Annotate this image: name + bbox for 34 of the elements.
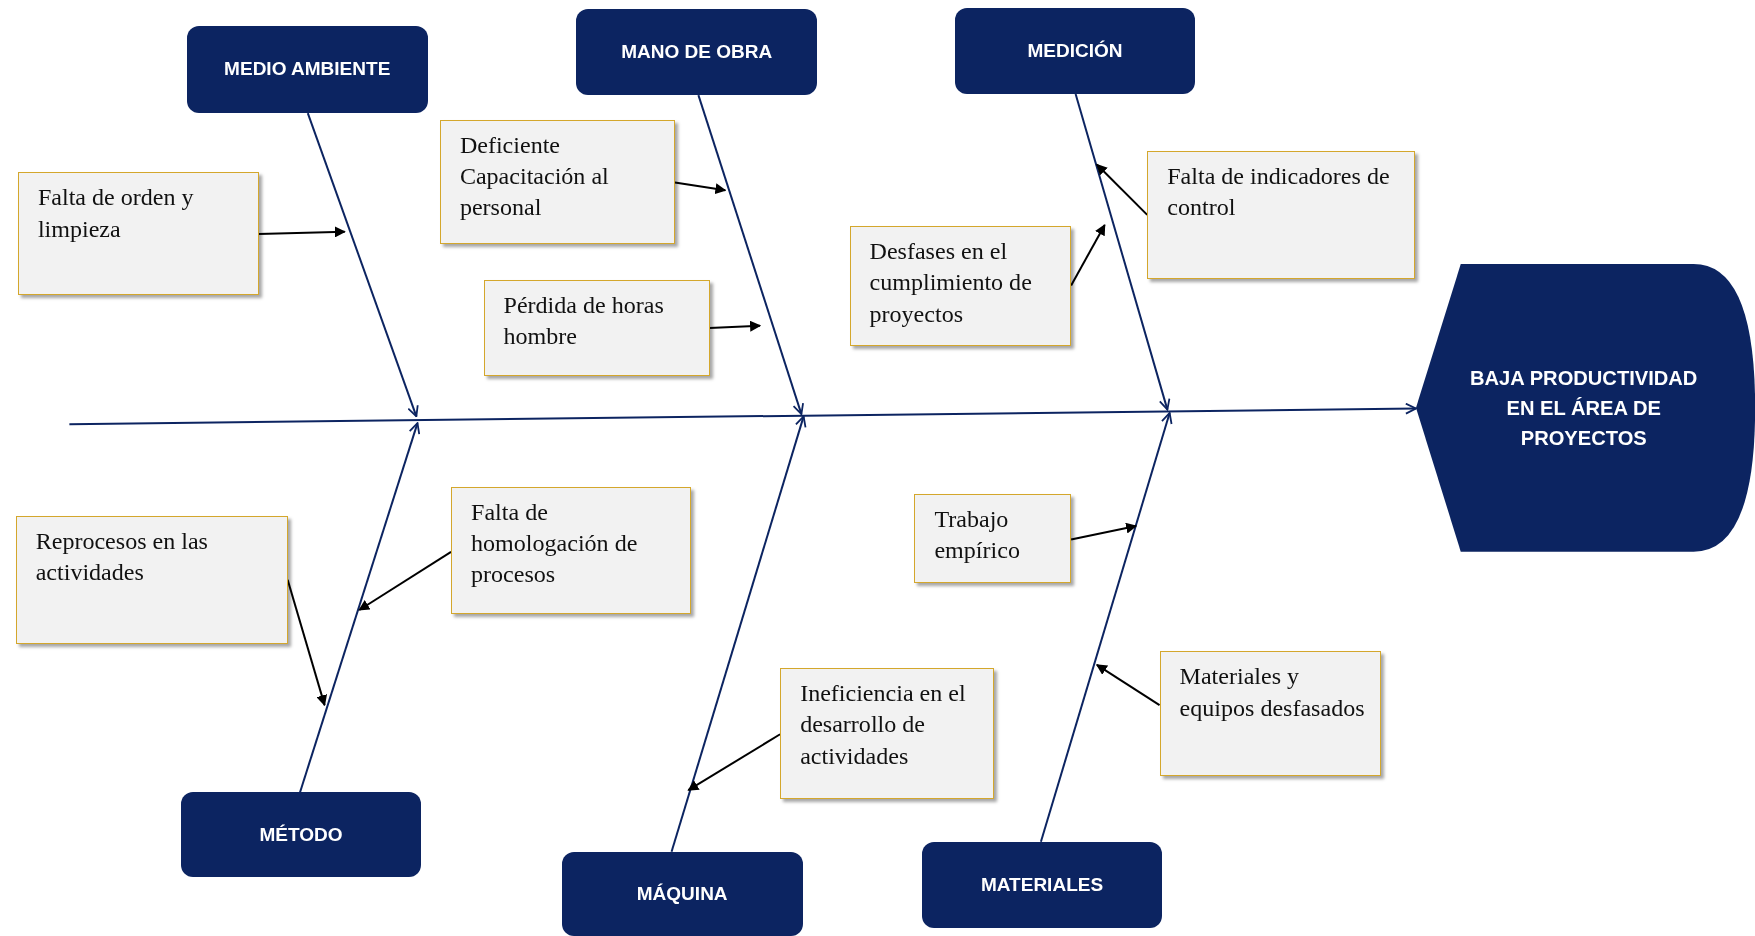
bone-arrow bbox=[1039, 412, 1173, 843]
arrow bbox=[1095, 163, 1149, 216]
bone-arrow bbox=[298, 422, 421, 794]
category-box: MANO DE OBRA bbox=[576, 8, 818, 96]
arrow bbox=[257, 226, 346, 238]
cause-box: Ineficiencia en el desarrollo de actividades bbox=[780, 668, 994, 800]
bone-arrow bbox=[697, 94, 804, 416]
category-box: MÁQUINA bbox=[561, 851, 803, 936]
category-box: MEDICIÓN bbox=[954, 7, 1196, 94]
category-box: MÉTODO bbox=[181, 792, 421, 878]
cause-box: Reprocesos en las actividades bbox=[15, 515, 288, 644]
arrow bbox=[1095, 663, 1161, 707]
cause-box: Desfases en el cumplimiento de proyectos bbox=[849, 226, 1072, 346]
arrow bbox=[358, 550, 453, 611]
arrow bbox=[1070, 522, 1138, 541]
arrow bbox=[673, 181, 727, 195]
cause-box: Materiales y equipos desfasados bbox=[1159, 651, 1382, 776]
problem-statement: BAJA PRODUCTIVIDAD EN EL ÁREA DE PROYECTOS bbox=[1469, 365, 1699, 452]
category-box: MATERIALES bbox=[922, 841, 1162, 928]
cause-box: Falta de orden y limpieza bbox=[17, 172, 259, 296]
cause-box: Falta de homologación de procesos bbox=[451, 486, 691, 615]
bone-arrow bbox=[306, 112, 419, 418]
arrow bbox=[286, 578, 328, 707]
arrow bbox=[687, 733, 782, 792]
spine-arrow bbox=[68, 402, 1417, 426]
bone-arrow bbox=[1074, 93, 1171, 411]
cause-box: Falta de indicadores de control bbox=[1147, 151, 1415, 279]
cause-box: Pérdida de horas hombre bbox=[483, 279, 710, 377]
cause-box: Trabajo empírico bbox=[914, 493, 1072, 584]
category-box: MEDIO AMBIENTE bbox=[186, 25, 428, 114]
bone-arrow bbox=[670, 415, 807, 853]
cause-box: Deficiente Capacitación al personal bbox=[439, 119, 675, 244]
arrow bbox=[1070, 223, 1106, 287]
arrow bbox=[708, 320, 762, 332]
